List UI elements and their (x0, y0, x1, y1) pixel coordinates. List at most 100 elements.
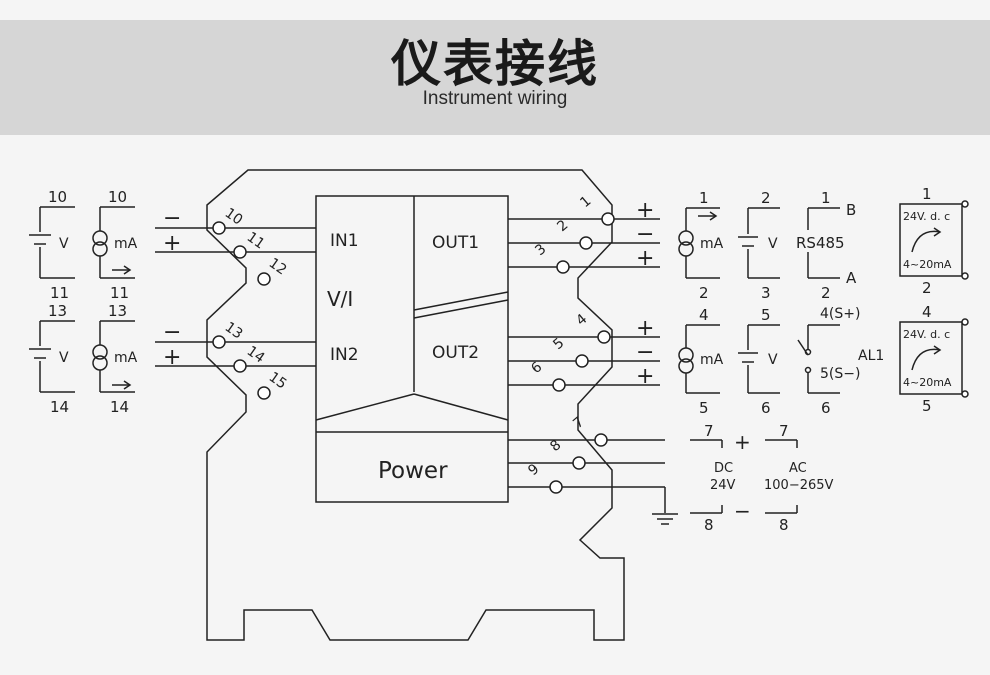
out2-plus2-sign: + (636, 364, 654, 389)
power-dc-label: DC (714, 461, 733, 476)
out1-minus-sign: − (636, 222, 654, 247)
in-ch1-v-top: 10 (48, 188, 67, 206)
input-ch2-voltage (29, 320, 75, 393)
terminal-14[interactable] (233, 359, 247, 373)
out1-loop-supply: 24V. d. c (903, 210, 950, 223)
in-ch1-v-bottom: 11 (50, 284, 69, 302)
out1-loop-symbol (899, 200, 969, 280)
power-ac-top: 7 (779, 422, 789, 440)
label-power: Power (378, 458, 448, 484)
power-minus-sign: − (734, 499, 751, 523)
power-ac-symbol (765, 439, 798, 514)
out1-v-bottom: 3 (761, 284, 771, 302)
input-ch2-current (92, 320, 135, 393)
out1-loop-top: 1 (922, 185, 932, 203)
terminal-6[interactable] (552, 378, 566, 392)
in-ch2-v-top: 13 (48, 302, 67, 320)
power-ac-voltage: 100−265V (764, 478, 834, 493)
power-ac-bottom: 8 (779, 516, 789, 534)
terminal-14-label: 14 (244, 343, 268, 366)
in-ch1-v-unit: V (59, 236, 69, 252)
out2-ma-top: 4 (699, 306, 709, 324)
terminal-4-label: 4 (573, 311, 590, 329)
label-vi: V/I (327, 287, 353, 311)
out2-s-plus: 4(S+) (820, 306, 860, 322)
power-dc-voltage: 24V (710, 478, 736, 493)
terminal-5-label: 5 (550, 335, 567, 353)
terminal-7[interactable] (594, 433, 608, 447)
out1-rs485-label: RS485 (796, 234, 845, 252)
in2-minus-sign: − (163, 320, 181, 345)
out2-alarm-bottom: 6 (821, 399, 831, 417)
in-ch2-ma-top: 13 (108, 302, 127, 320)
terminal-3[interactable] (556, 260, 570, 274)
terminal-2-label: 2 (554, 217, 571, 235)
out1-plus2-sign: + (636, 246, 654, 271)
page-subtitle: Instrument wiring (422, 88, 568, 109)
terminal-11-label: 11 (244, 229, 268, 252)
terminal-8[interactable] (572, 456, 586, 470)
in-ch1-ma-top: 10 (108, 188, 127, 206)
power-dc-top: 7 (704, 422, 714, 440)
terminal-1-label: 1 (577, 193, 594, 211)
out1-rs485-a: A (846, 269, 857, 287)
in1-minus-sign: − (163, 206, 181, 231)
power-ac-label: AC (789, 461, 807, 476)
title-banner (0, 20, 990, 135)
out1-rs485-b: B (846, 201, 856, 219)
label-out1: OUT1 (432, 233, 479, 253)
out2-v-bottom: 6 (761, 399, 771, 417)
out2-loop-supply: 24V. d. c (903, 328, 950, 341)
out1-plus-sign: + (636, 198, 654, 223)
in-ch2-v-unit: V (59, 350, 69, 366)
module-core (315, 195, 509, 503)
terminal-3-label: 3 (532, 241, 549, 259)
terminal-1[interactable] (601, 212, 615, 226)
out2-plus-sign: + (636, 316, 654, 341)
terminal-13-label: 13 (222, 319, 246, 342)
input-ch1-voltage (29, 206, 75, 279)
terminal-12[interactable] (257, 272, 271, 286)
out1-rs485-symbol (807, 207, 840, 279)
terminal-5[interactable] (575, 354, 589, 368)
terminal-2[interactable] (579, 236, 593, 250)
out2-v-unit: V (768, 352, 778, 368)
out1-voltage-symbol (738, 207, 780, 279)
terminal-10-label: 10 (222, 205, 246, 228)
power-dc-symbol (690, 439, 723, 514)
label-in1: IN1 (330, 231, 359, 251)
terminal-9[interactable] (549, 480, 563, 494)
in2-plus-sign: + (163, 345, 181, 370)
in1-plus-sign: + (163, 231, 181, 256)
terminal-10[interactable] (212, 221, 226, 235)
out2-ma-bottom: 5 (699, 399, 709, 417)
out1-rs485-top: 1 (821, 189, 831, 207)
out2-alarm-symbol (797, 324, 840, 394)
out1-ma-bottom: 2 (699, 284, 709, 302)
in-ch2-ma-unit: mA (114, 350, 138, 366)
label-in2: IN2 (330, 345, 359, 365)
in-ch1-ma-unit: mA (114, 236, 138, 252)
input-ch1-current (92, 206, 135, 279)
out1-rs485-bottom: 2 (821, 284, 831, 302)
power-plus-sign: + (734, 430, 751, 454)
out2-ma-unit: mA (700, 352, 724, 368)
out1-v-top: 2 (761, 189, 771, 207)
out2-loop-top: 4 (922, 303, 932, 321)
out2-loop-bottom: 5 (922, 397, 932, 415)
in-ch1-ma-bottom: 11 (110, 284, 129, 302)
in-ch2-ma-bottom: 14 (110, 398, 129, 416)
terminal-4[interactable] (597, 330, 611, 344)
out2-current-symbol (678, 324, 720, 394)
out2-al1-label: AL1 (858, 348, 884, 364)
out1-v-unit: V (768, 236, 778, 252)
terminal-15[interactable] (257, 386, 271, 400)
power-dc-bottom: 8 (704, 516, 714, 534)
terminal-11[interactable] (233, 245, 247, 259)
out2-s-minus: 5(S−) (820, 366, 860, 382)
terminal-9-label: 9 (525, 461, 542, 479)
out2-v-top: 5 (761, 306, 771, 324)
terminal-13[interactable] (212, 335, 226, 349)
out2-minus-sign: − (636, 340, 654, 365)
